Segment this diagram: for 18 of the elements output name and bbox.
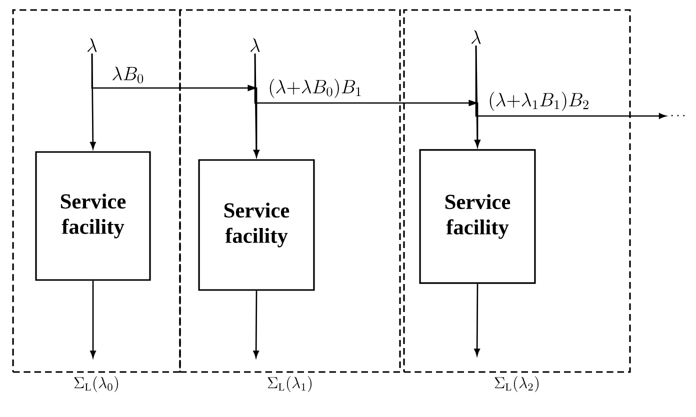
edge-label: $(\lambda{+}\lambda B_0)B_1$: [270, 78, 361, 98]
edge-label: $\lambda B_0$: [112, 66, 144, 84]
continuation-dots: $\cdots$: [671, 114, 685, 116]
input-label: $\lambda$: [88, 38, 97, 52]
arrow: [90, 280, 96, 358]
service-facility-box: Service facility: [198, 159, 315, 291]
node-label: $\Sigma_{\mathrm{L}}(\lambda_0)$: [74, 376, 118, 392]
arrow: [253, 290, 259, 358]
edge-label: $(\lambda{+}\lambda_1 B_1)B_2$: [490, 92, 588, 111]
branch-arrow: [475, 46, 666, 119]
node-label: $\Sigma_{\mathrm{L}}(\lambda_1)$: [268, 376, 312, 392]
input-label: $\lambda$: [472, 30, 481, 44]
input-label: $\lambda$: [250, 38, 260, 52]
node-label: $\Sigma_{\mathrm{L}}(\lambda_2)$: [494, 376, 538, 392]
service-facility-box: Service facility: [35, 151, 151, 281]
service-facility-box: Service facility: [419, 149, 536, 284]
branch-arrow: [254, 54, 480, 147]
arrow: [474, 284, 480, 356]
